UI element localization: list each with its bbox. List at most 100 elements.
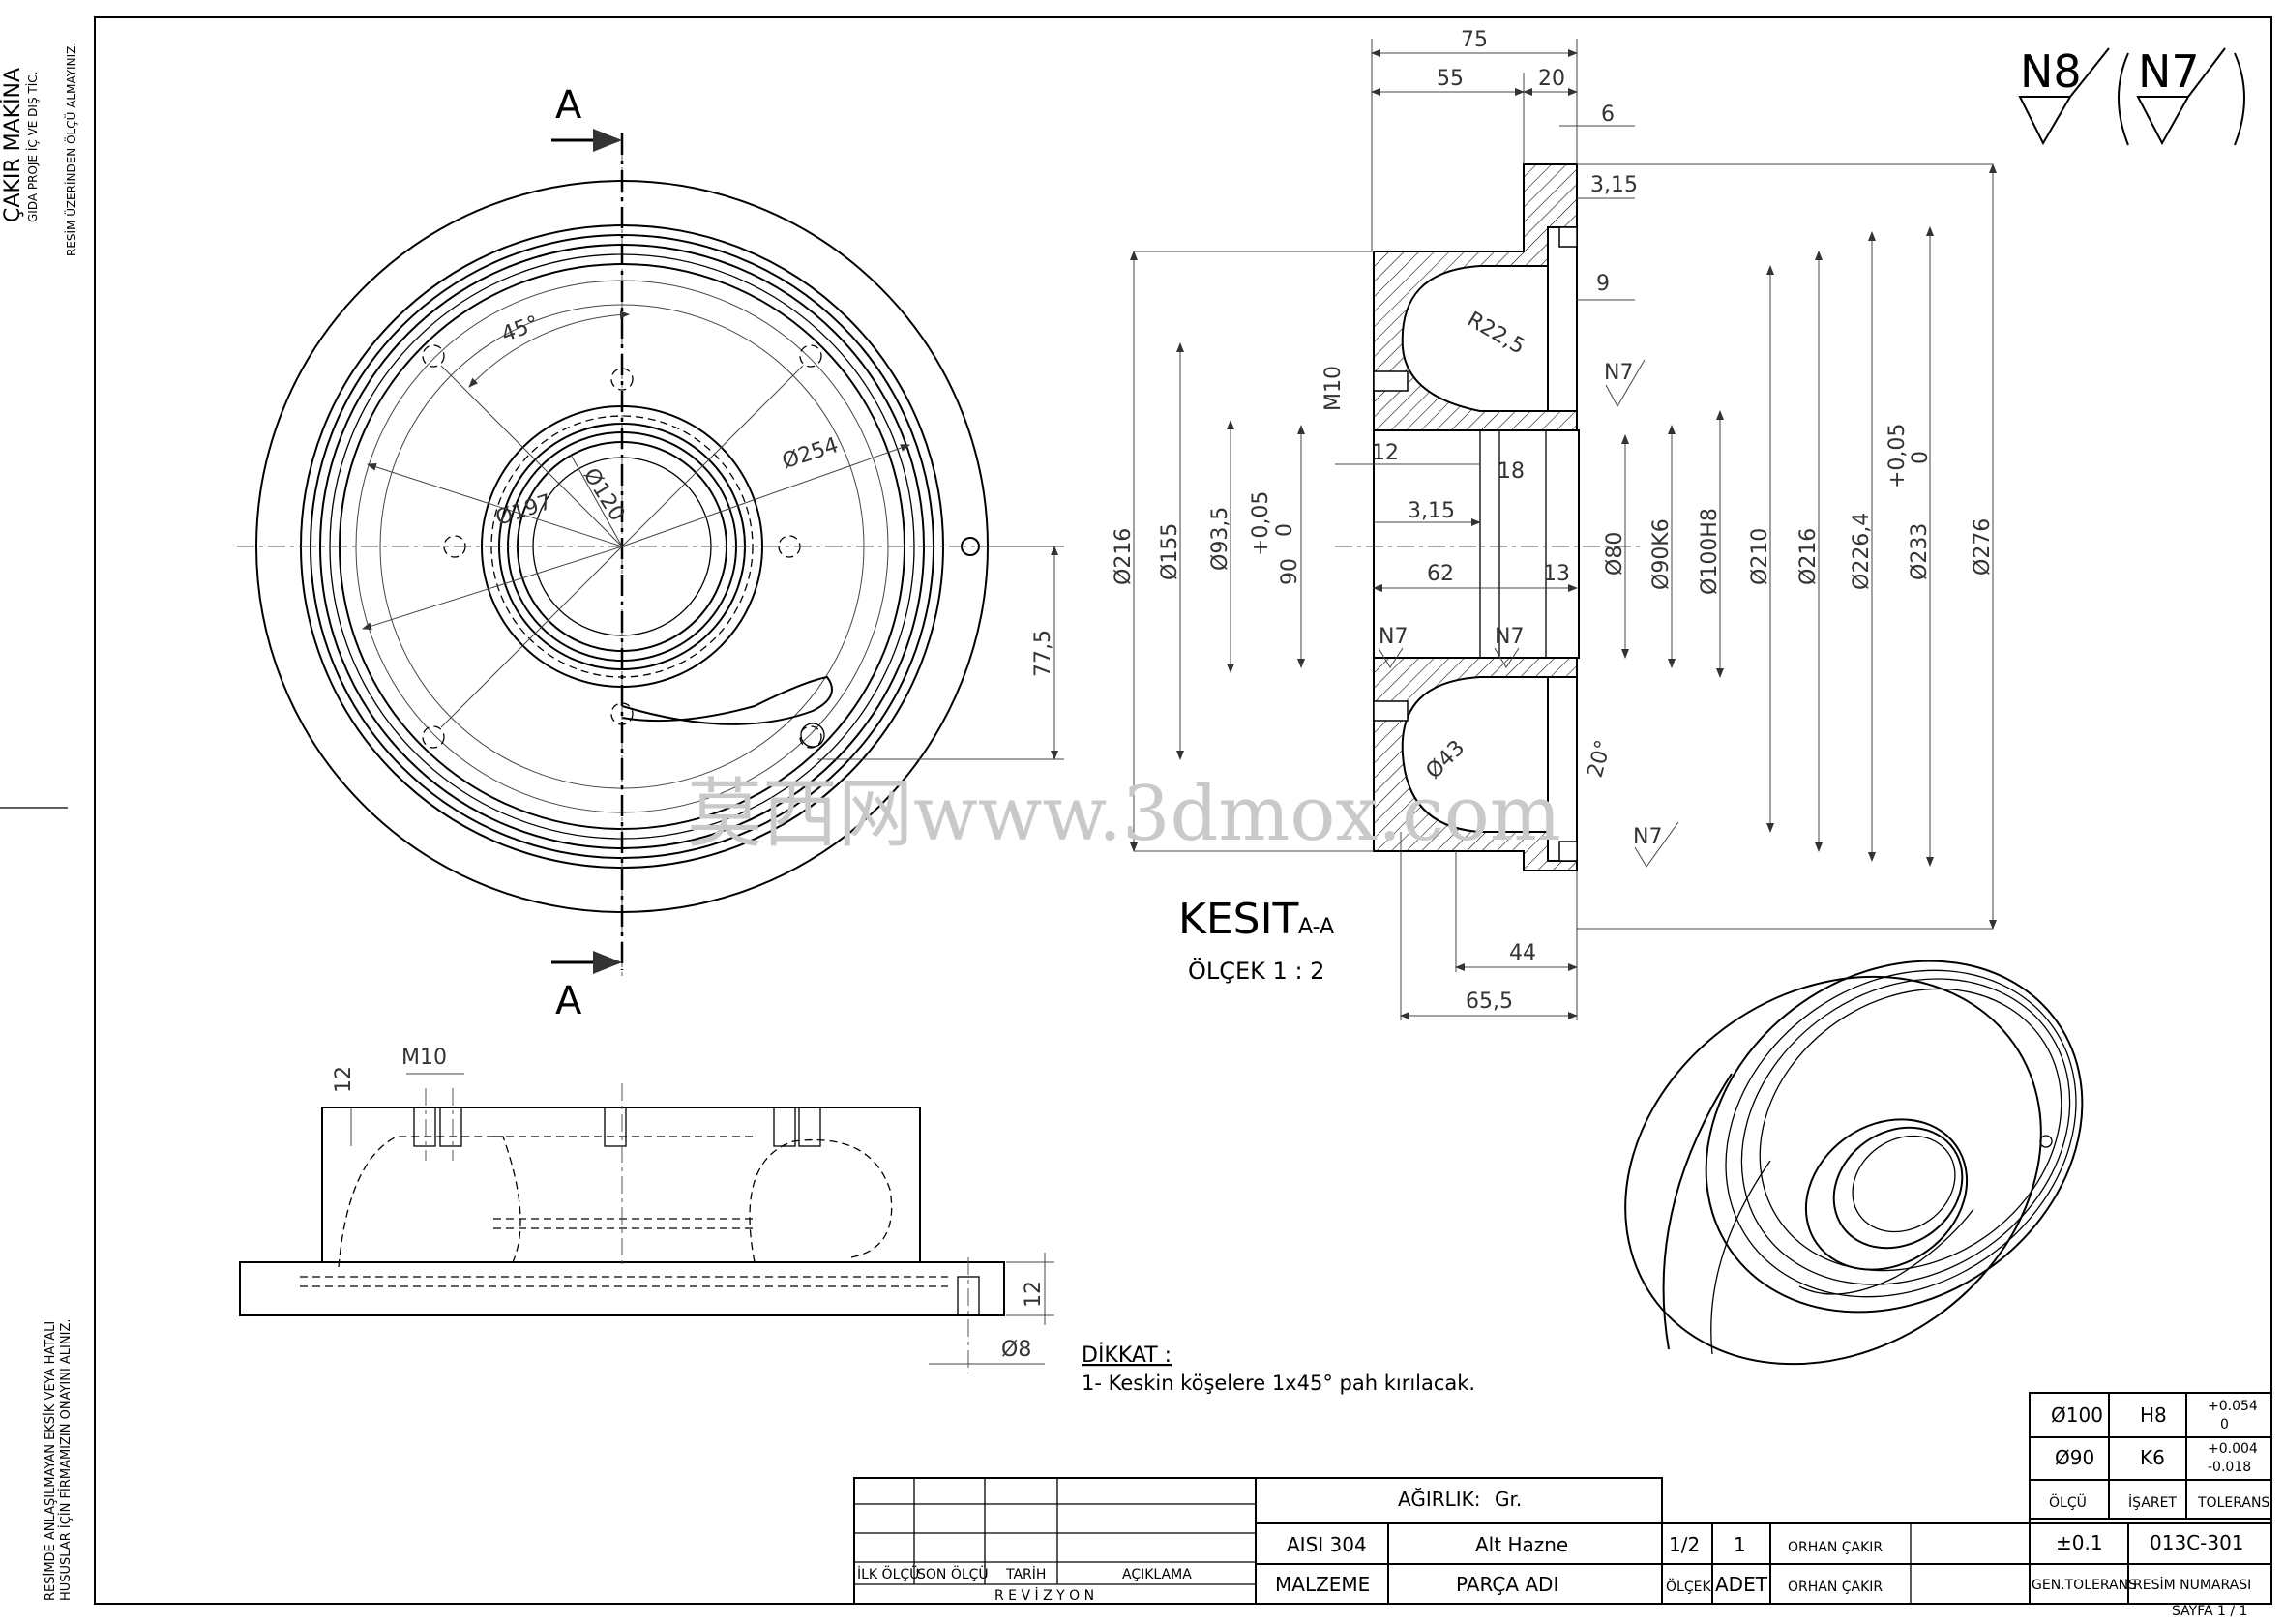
weight-label: AĞIRLIK: (1398, 1488, 1481, 1511)
warning-line-2: HUSUSLAR İÇİN FİRMAMIZIN ONAYINI ALINIZ. (58, 1319, 74, 1601)
surface-n7: N7 (2138, 45, 2200, 98)
dim-d93-5: Ø93,5 (1208, 507, 1232, 571)
dim-d90k6: Ø90K6 (1649, 518, 1674, 590)
tol-row2-low: -0.018 (2208, 1460, 2251, 1475)
svg-text:N7: N7 (1633, 825, 1662, 849)
tol-header-tol: TOLERANS (2197, 1495, 2269, 1511)
watermark: 莫西网www.3dmox.com (687, 771, 1561, 858)
tol-header-size: ÖLÇÜ (2049, 1493, 2087, 1511)
material-value: AISI 304 (1287, 1533, 1367, 1556)
dim-d226-4: Ø226,4 (1850, 513, 1874, 590)
section-scale: ÖLÇEK 1 : 2 (1188, 957, 1324, 985)
dim-side-d8: Ø8 (1001, 1338, 1031, 1362)
dim-3-15-b: 3,15 (1408, 499, 1455, 523)
section-title-suffix: A-A (1298, 915, 1334, 939)
local-surface-symbols: N7 N7 N7 N7 (1378, 359, 1679, 868)
section-mark-top: A (555, 83, 582, 128)
note-block: DİKKAT : 1- Keskin köşelere 1x45° pah kı… (1082, 1343, 1475, 1395)
qty-value: 1 (1734, 1533, 1746, 1556)
tol-row1-size: Ø100 (2051, 1403, 2103, 1427)
side-warning-text: RESİMDE ANLAŞILMAYAN EKSİK VEYA HATALI H… (43, 1319, 74, 1601)
dim-d80: Ø80 (1603, 532, 1627, 576)
material-label: MALZEME (1275, 1573, 1370, 1596)
rev-col-desc: AÇIKLAMA (1122, 1567, 1192, 1582)
rev-title: R E V İ Z Y O N (994, 1586, 1094, 1604)
scale-value: 1/2 (1669, 1533, 1700, 1556)
dim-3-15-a: 3,15 (1590, 173, 1638, 197)
isometric-view (1624, 960, 2084, 1366)
rev-col-first: İLK ÖLÇÜ (857, 1565, 919, 1582)
scale-label: ÖLÇEK (1666, 1578, 1711, 1595)
dim-90: 90 (1278, 558, 1302, 585)
dim-d197: Ø197 (492, 490, 554, 531)
tol-row1-low: 0 (2220, 1417, 2229, 1432)
surface-n8: N8 (2020, 45, 2082, 98)
dim-18: 18 (1498, 459, 1525, 484)
dim-m10: M10 (1321, 366, 1346, 411)
rev-col-date: TARİH (1005, 1565, 1046, 1582)
warning-line-1: RESİMDE ANLAŞILMAYAN EKSİK VEYA HATALI (43, 1321, 58, 1601)
part-name-value: Alt Hazne (1475, 1533, 1568, 1556)
dim-top-6: 6 (1601, 103, 1615, 127)
dim-top-20: 20 (1538, 67, 1565, 91)
tol-plus-0-05-b: +0,05 (1885, 424, 1910, 488)
tolerance-table: Ø100 H8 +0.054 0 Ø90 K6 +0.004 -0.018 ÖL… (2029, 1392, 2272, 1520)
dim-77-5: 77,5 (1031, 630, 1055, 677)
svg-text:N7: N7 (1604, 361, 1633, 385)
dim-12: 12 (1372, 441, 1399, 465)
dim-top-75: 75 (1461, 28, 1488, 52)
section-title: KESIT (1178, 895, 1299, 944)
company-name: ÇAKIR MAKİNA (0, 68, 25, 222)
dim-side-m10: M10 (401, 1046, 447, 1070)
sheet-number: SAYFA 1 / 1 (2172, 1604, 2247, 1619)
dim-angle-45: 45° (498, 311, 542, 347)
tol-row2-mark: K6 (2140, 1446, 2165, 1469)
title-block: İLK ÖLÇÜ SON ÖLÇÜ TARİH AÇIKLAMA R E V İ… (853, 1477, 2271, 1619)
section-mark-bottom: A (555, 979, 582, 1023)
drawing-number-label: RESİM NUMARASI (2133, 1576, 2251, 1593)
svg-text:N7: N7 (1379, 625, 1408, 649)
qty-label: ADET (1715, 1573, 1768, 1596)
tol-header-mark: İŞARET (2128, 1493, 2177, 1511)
dim-angle-20: 20° (1584, 737, 1617, 780)
surface-finish-symbol: N8 N7 (2018, 45, 2245, 146)
front-view: A A 45° Ø254 Ø120 Ø197 77,5 (237, 83, 1064, 1023)
weight-unit: Gr. (1495, 1488, 1522, 1511)
company-sub: GIDA PROJE İÇ VE DIŞ TİC. (25, 72, 40, 222)
note-line-1: 1- Keskin köşelere 1x45° pah kırılacak. (1082, 1372, 1475, 1395)
tol-row1-up: +0.054 (2208, 1399, 2258, 1414)
dim-d254: Ø254 (780, 433, 842, 474)
side-view: 12 M10 12 Ø8 (239, 1046, 1054, 1373)
company-note: RESİM ÜZERİNDEN ÖLÇÜ ALMAYINIZ. (63, 43, 78, 256)
dim-d210: Ø210 (1748, 528, 1772, 585)
dim-d216-right: Ø216 (1796, 528, 1821, 585)
dim-d100h8: Ø100H8 (1698, 508, 1722, 595)
dim-top-55: 55 (1437, 67, 1464, 91)
section-diameter-dims: Ø216 Ø155 Ø93,5 +0,05 0 90 Ø80 Ø90K6 Ø10… (1112, 163, 1997, 930)
part-label: PARÇA ADI (1456, 1573, 1558, 1596)
dim-d276: Ø276 (1971, 518, 1995, 576)
tol-plus-0-05: +0,05 (1249, 491, 1273, 556)
dim-d155: Ø155 (1158, 523, 1182, 580)
tol-zero: 0 (1273, 523, 1297, 537)
dim-d216-left: Ø216 (1112, 528, 1136, 585)
gen-tol-label: GEN.TOLERANS (2032, 1578, 2137, 1593)
drawn-by: ORHAN ÇAKIR (1788, 1540, 1883, 1555)
dim-62: 62 (1427, 562, 1454, 586)
dim-44: 44 (1509, 941, 1536, 965)
dim-13: 13 (1543, 562, 1570, 586)
rev-col-last: SON ÖLÇÜ (917, 1565, 989, 1582)
side-company-text: ÇAKIR MAKİNA GIDA PROJE İÇ VE DIŞ TİC. R… (0, 43, 78, 256)
svg-text:N7: N7 (1495, 625, 1524, 649)
tol-row2-up: +0.004 (2208, 1441, 2258, 1457)
dim-side-12-b: 12 (1022, 1281, 1046, 1308)
drawing-number: 013C-301 (2150, 1531, 2244, 1554)
dim-side-12-a: 12 (332, 1066, 356, 1093)
section-a-a-view: 75 55 20 6 3,15 9 R22,5 M10 12 18 3,15 6… (1112, 28, 1997, 1020)
dim-9: 9 (1596, 272, 1610, 296)
checked-by: ORHAN ÇAKIR (1788, 1580, 1883, 1595)
note-title: DİKKAT : (1082, 1343, 1172, 1368)
dim-65-5: 65,5 (1466, 989, 1513, 1014)
